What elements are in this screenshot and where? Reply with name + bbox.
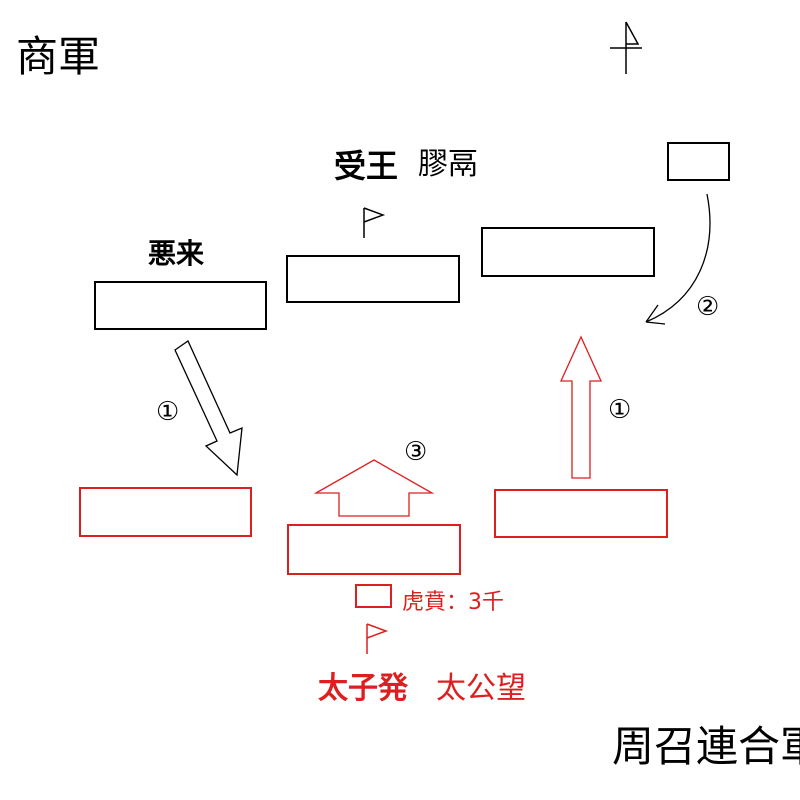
flank-arrow-curved (645, 193, 711, 325)
zhou-advisor-label: 太公望 (436, 671, 526, 706)
flag-icon (366, 623, 389, 654)
step-marker-1-left: ① (156, 397, 180, 427)
flag-icon (363, 207, 386, 238)
shang-general-label: 悪来 (148, 237, 205, 270)
north-arrow-icon (610, 21, 642, 74)
zhou-guard-unit (355, 584, 392, 608)
advance-arrow-right (559, 335, 603, 479)
attack-arrow-left (174, 340, 243, 477)
center-assault-arrow (313, 459, 435, 517)
shang-unit-left (94, 281, 267, 330)
zhou-prince-label: 太子発 (318, 671, 408, 706)
shang-king-label: 受王 (334, 147, 399, 185)
zhou-unit-right (494, 489, 668, 538)
shang-army-title: 商軍 (16, 32, 101, 81)
zhou-unit-left (79, 487, 252, 537)
shang-advisor-label: 膠鬲 (418, 147, 478, 182)
shang-unit-right (481, 227, 655, 277)
step-marker-1-right: ① (608, 395, 632, 425)
zhou-guard-label: 虎賁：3千 (402, 590, 504, 615)
shang-unit-reserve (667, 142, 730, 181)
step-marker-3: ③ (404, 437, 428, 467)
zhou-unit-center (287, 524, 461, 575)
zhou-army-title: 周召連合軍 (612, 722, 800, 771)
step-marker-2: ② (696, 292, 720, 322)
shang-unit-center (286, 255, 460, 303)
